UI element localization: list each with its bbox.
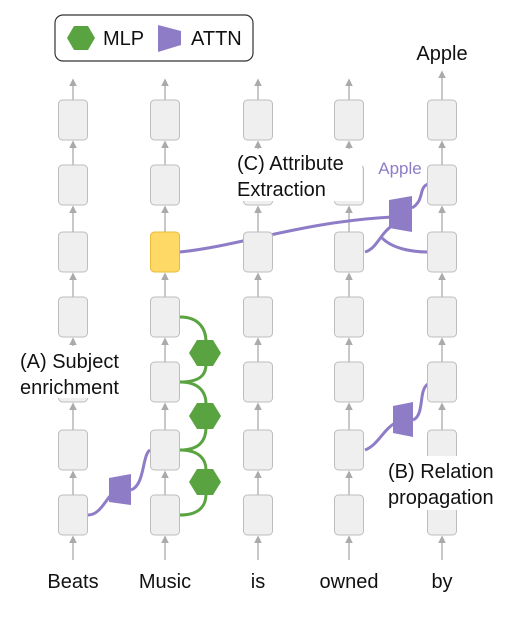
legend-frame: [54, 14, 254, 62]
hidden-state-box: [243, 231, 273, 273]
attn-path-extraction-by: [380, 236, 429, 254]
relation-propagation-line-1: (B) Relation: [388, 461, 494, 483]
hidden-state-box: [334, 296, 364, 338]
hidden-state-box: [58, 429, 88, 471]
hidden-state-box: [334, 361, 364, 403]
mlp-legend-icon: [67, 26, 95, 50]
token-label: owned: [320, 571, 379, 593]
hidden-state-box: [150, 99, 180, 141]
attn-path-extraction-out: [411, 182, 429, 210]
hidden-state-box: [427, 296, 457, 338]
hidden-state-box: [427, 231, 457, 273]
hidden-state-box: [334, 99, 364, 141]
attn-path-subject-2: [130, 448, 152, 492]
attn-legend-icon: [158, 25, 181, 52]
subject-enrichment-line-1: (A) Subject: [20, 351, 119, 373]
attention-output-label: Apple: [378, 159, 421, 178]
token-label: is: [251, 571, 265, 593]
hidden-state-box: [58, 494, 88, 536]
hidden-state-box: [427, 99, 457, 141]
residual-arrows: [69, 70, 446, 560]
hidden-state-box: [58, 296, 88, 338]
attn-block-extraction: [389, 196, 412, 232]
attn-path-relation-2: [412, 382, 430, 422]
hidden-state-box: [150, 296, 180, 338]
hidden-state-box: [150, 164, 180, 206]
annotation-subject-enrichment: (A) Subject enrichment: [17, 346, 135, 399]
token-label: Beats: [47, 571, 98, 593]
attn-path-extraction: [179, 215, 393, 254]
hidden-state-box: [150, 429, 180, 471]
attn-legend-label: ATTN: [191, 28, 242, 50]
token-label: Music: [139, 571, 191, 593]
mlp-hexagon-2: [189, 403, 221, 429]
mlp-arc-4: [179, 426, 208, 452]
relation-propagation-line-2: propagation: [388, 487, 494, 509]
subject-last-token-state: [150, 231, 180, 273]
attn-block-subject: [109, 474, 131, 505]
hidden-state-box: [334, 494, 364, 536]
mlp-hexagon-3: [189, 469, 221, 495]
hidden-state-box: [58, 231, 88, 273]
subject-enrichment-line-2: enrichment: [20, 377, 119, 399]
mlp-arc-3: [179, 380, 208, 405]
hidden-state-box: [334, 231, 364, 273]
hidden-state-box: [58, 164, 88, 206]
annotation-relation-propagation: (B) Relation propagation: [385, 456, 507, 510]
mlp-hexagon-1: [189, 340, 221, 366]
mlp-arc-1: [179, 315, 208, 343]
hidden-state-box: [243, 296, 273, 338]
attn-block-relation: [393, 402, 413, 437]
attn-path-relation: [364, 421, 396, 452]
output-label: Apple: [416, 43, 467, 65]
hidden-state-box: [427, 164, 457, 206]
hidden-state-box: [243, 494, 273, 536]
mlp-hexagons: [189, 340, 221, 495]
hidden-state-box: [243, 429, 273, 471]
hidden-state-grid: [58, 99, 457, 536]
hidden-state-box: [334, 429, 364, 471]
attribute-extraction-line-1: (C) Attribute: [237, 153, 344, 175]
hidden-state-box: [150, 361, 180, 403]
mlp-legend-label: MLP: [103, 28, 144, 50]
mlp-arc-6: [179, 493, 208, 517]
hidden-state-box: [427, 361, 457, 403]
attribute-extraction-line-2: Extraction: [237, 179, 326, 201]
token-labels: Beats Music is owned by: [47, 571, 452, 593]
hidden-state-box: [58, 99, 88, 141]
annotation-attribute-extraction: (C) Attribute Extraction: [234, 149, 362, 201]
attn-blocks: [109, 196, 413, 505]
mlp-chain: [179, 315, 208, 517]
mlp-arc-2: [179, 363, 208, 384]
legend: MLP ATTN: [54, 14, 254, 62]
mlp-arc-5: [179, 448, 208, 471]
hidden-state-box: [243, 361, 273, 403]
hidden-state-box: [150, 494, 180, 536]
hidden-state-box: [243, 99, 273, 141]
token-label: by: [431, 571, 452, 593]
